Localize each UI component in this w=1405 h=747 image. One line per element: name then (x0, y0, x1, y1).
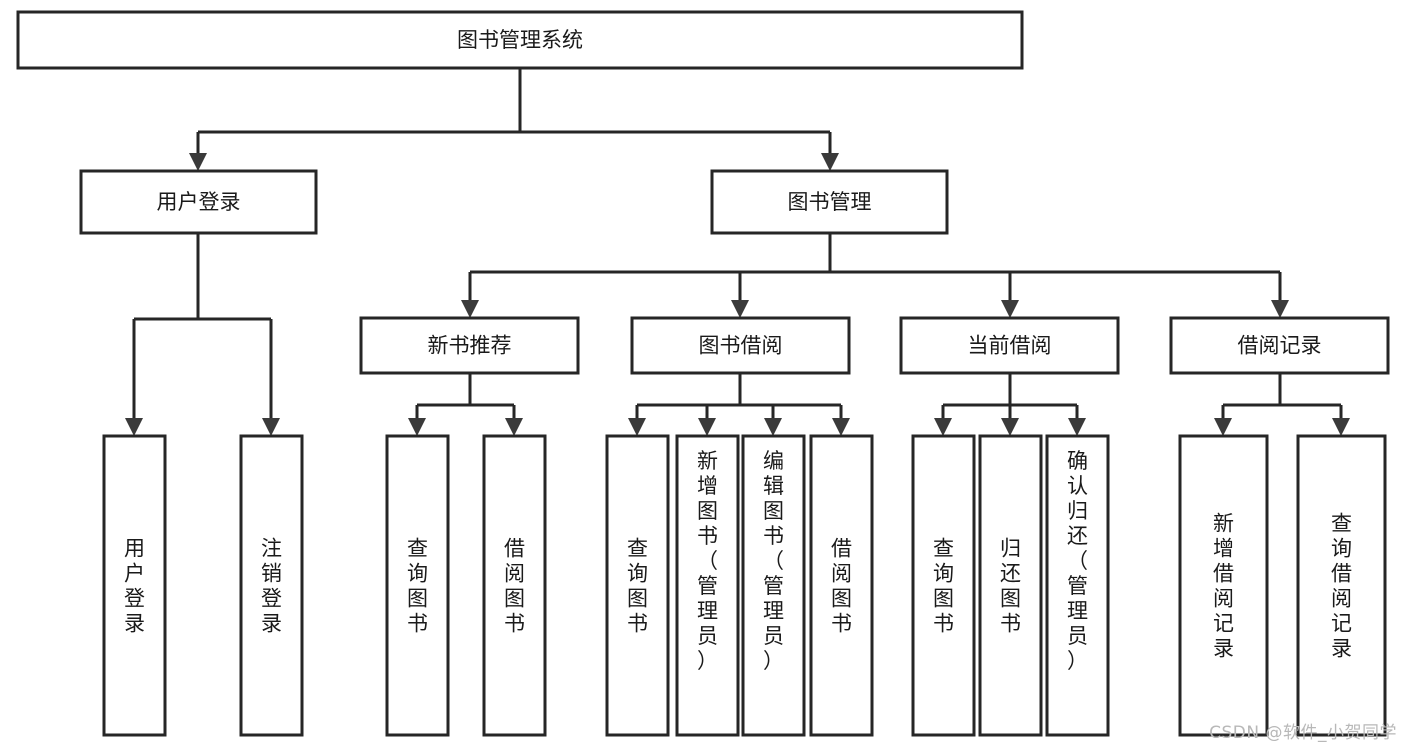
node-label: 编辑图书（管理员） (763, 449, 784, 673)
node-boxes: 图书管理系统用户登录图书管理新书推荐图书借阅当前借阅借阅记录用户登录注销登录查询… (16, 10, 1390, 737)
node-label: 借阅图书 (504, 537, 525, 636)
node-box (741, 434, 806, 737)
node-label: 借阅图书 (831, 537, 852, 636)
arrow-head (1214, 418, 1232, 436)
node-l3-新书推荐[interactable]: 新书推荐 (359, 316, 580, 375)
node-label: 查询图书 (627, 537, 648, 636)
node-box (482, 434, 547, 737)
node-box (809, 434, 874, 737)
node-box (102, 434, 167, 737)
arrow-head (1068, 418, 1086, 436)
node-l2-图书管理[interactable]: 图书管理 (710, 169, 949, 235)
node-l3-借阅记录[interactable]: 借阅记录 (1169, 316, 1390, 375)
arrow-head (1332, 418, 1350, 436)
arrow-head (189, 153, 207, 171)
node-label: 当前借阅 (968, 334, 1052, 358)
arrow-head (934, 418, 952, 436)
node-box (630, 316, 851, 375)
node-box (16, 10, 1024, 70)
arrow-head (125, 418, 143, 436)
node-box (79, 169, 318, 235)
node-leaf-5-新增图书管理员[interactable]: 新增图书（管理员） (675, 434, 740, 737)
arrow-head (1271, 300, 1289, 318)
node-box (911, 434, 976, 737)
node-leaf-2-查询图书[interactable]: 查询图书 (385, 434, 450, 737)
node-label: 新增借阅记录 (1213, 512, 1234, 661)
arrow-head (505, 418, 523, 436)
node-leaf-3-借阅图书[interactable]: 借阅图书 (482, 434, 547, 737)
node-l3-当前借阅[interactable]: 当前借阅 (899, 316, 1120, 375)
node-box (605, 434, 670, 737)
node-l2-用户登录[interactable]: 用户登录 (79, 169, 318, 235)
node-label: 图书借阅 (699, 334, 783, 358)
node-label: 查询借阅记录 (1331, 512, 1352, 661)
node-box (359, 316, 580, 375)
node-box (1296, 434, 1387, 737)
arrow-head (1001, 418, 1019, 436)
arrow-head (262, 418, 280, 436)
node-leaf-11-新增借阅记录[interactable]: 新增借阅记录 (1178, 434, 1269, 737)
node-label: 图书管理系统 (457, 28, 583, 52)
node-leaf-1-注销登录[interactable]: 注销登录 (239, 434, 304, 737)
node-box (239, 434, 304, 737)
arrow-head (1001, 300, 1019, 318)
csdn-watermark: CSDN @软件_小贺同学 (1209, 723, 1397, 743)
node-box (899, 316, 1120, 375)
node-label: 查询图书 (933, 537, 954, 636)
connector-edges (125, 68, 1350, 436)
node-label: 注销登录 (261, 537, 282, 636)
node-box (1178, 434, 1269, 737)
node-box (385, 434, 450, 737)
node-box (675, 434, 740, 737)
node-label: 归还图书 (1000, 537, 1021, 636)
node-box (1169, 316, 1390, 375)
node-label: 新增图书（管理员） (697, 449, 718, 673)
node-label: 图书管理 (788, 190, 872, 214)
arrow-head (832, 418, 850, 436)
node-box (978, 434, 1043, 737)
node-leaf-10-确认归还管理员[interactable]: 确认归还（管理员） (1045, 434, 1110, 737)
node-box (710, 169, 949, 235)
node-label: 借阅记录 (1238, 334, 1322, 358)
node-box (1045, 434, 1110, 737)
arrow-head (628, 418, 646, 436)
node-leaf-6-编辑图书管理员[interactable]: 编辑图书（管理员） (741, 434, 806, 737)
arrow-head (764, 418, 782, 436)
node-leaf-7-借阅图书[interactable]: 借阅图书 (809, 434, 874, 737)
node-leaf-0-用户登录[interactable]: 用户登录 (102, 434, 167, 737)
arrow-head (408, 418, 426, 436)
node-leaf-12-查询借阅记录[interactable]: 查询借阅记录 (1296, 434, 1387, 737)
arrow-head (731, 300, 749, 318)
node-root-图书管理系统[interactable]: 图书管理系统 (16, 10, 1024, 70)
node-label: 用户登录 (157, 190, 241, 214)
node-leaf-8-查询图书[interactable]: 查询图书 (911, 434, 976, 737)
node-label: 查询图书 (407, 537, 428, 636)
node-label: 新书推荐 (428, 334, 512, 358)
node-label: 确认归还（管理员） (1067, 449, 1088, 673)
node-leaf-4-查询图书[interactable]: 查询图书 (605, 434, 670, 737)
node-l3-图书借阅[interactable]: 图书借阅 (630, 316, 851, 375)
arrow-head (461, 300, 479, 318)
arrow-head (698, 418, 716, 436)
node-leaf-9-归还图书[interactable]: 归还图书 (978, 434, 1043, 737)
node-label: 用户登录 (124, 537, 145, 636)
arrow-head (821, 153, 839, 171)
